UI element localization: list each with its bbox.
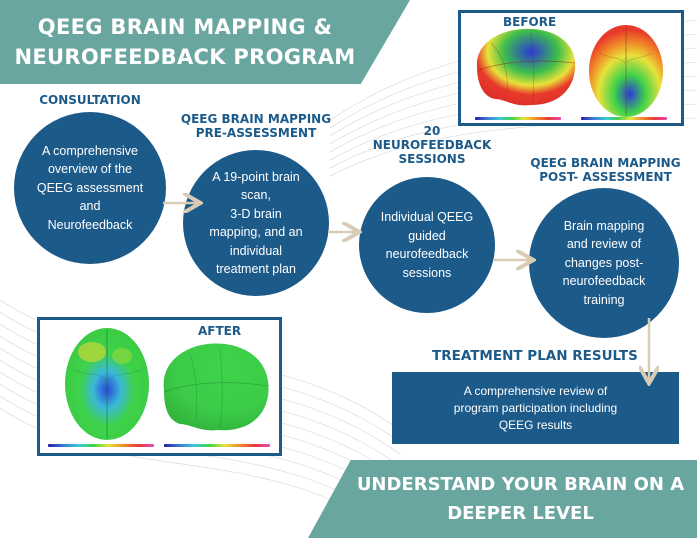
step-4-heading: QEEG BRAIN MAPPING POST- ASSESSMENT: [530, 156, 681, 184]
step-3-text: Individual QEEG guided neurofeedback ses…: [380, 210, 474, 280]
brain-side-view-after: [163, 343, 269, 431]
title-line-2: NEUROFEEDBACK PROGRAM: [14, 45, 356, 69]
after-brain-panel: AFTER: [37, 317, 282, 456]
step-2-text: A 19-point brain scan, 3-D brain mapping…: [209, 169, 303, 277]
brain-top-view-after: [65, 328, 149, 440]
brain-side-view-before: [476, 28, 576, 106]
step-4-circle: Brain mapping and review of changes post…: [529, 188, 679, 338]
results-text: A comprehensive review of program partic…: [453, 383, 618, 432]
color-scale-bar: [48, 444, 154, 447]
color-scale-bar: [475, 117, 561, 120]
results-heading: TREATMENT PLAN RESULTS: [432, 348, 638, 364]
step-1-text: A comprehensive overview of the QEEG ass…: [36, 143, 144, 232]
after-brain-images: [65, 328, 269, 440]
results-box: A comprehensive review of program partic…: [392, 372, 679, 444]
title-banner: QEEG BRAIN MAPPING & NEUROFEEDBACK PROGR…: [0, 0, 410, 84]
brain-top-view-before: [589, 25, 663, 117]
color-scale-bar: [581, 117, 667, 120]
step-2-heading: QEEG BRAIN MAPPING PRE-ASSESSMENT: [180, 112, 332, 140]
step-1-heading: CONSULTATION: [39, 93, 141, 107]
step-3-heading: 20 NEUROFEEDBACK SESSIONS: [372, 124, 492, 166]
footer-line-2: DEEPER LEVEL: [447, 503, 594, 524]
before-brain-panel: BEFORE: [458, 10, 684, 126]
step-1-circle: A comprehensive overview of the QEEG ass…: [14, 112, 166, 264]
step-4-text: Brain mapping and review of changes post…: [562, 218, 646, 307]
before-label: BEFORE: [503, 15, 557, 29]
step-2-circle: Individual QEEG guided neurofeedback ses…: [183, 150, 329, 296]
step-3-circle: Individual QEEG guided neurofeedback ses…: [359, 177, 495, 313]
color-scale-bar: [164, 444, 270, 447]
footer-banner: UNDERSTAND YOUR BRAIN ON A DEEPER LEVEL: [308, 460, 697, 538]
after-label: AFTER: [198, 324, 242, 338]
footer-line-1: UNDERSTAND YOUR BRAIN ON A: [356, 474, 685, 495]
title-line-1: QEEG BRAIN MAPPING &: [37, 15, 333, 39]
before-brain-images: [476, 25, 663, 117]
